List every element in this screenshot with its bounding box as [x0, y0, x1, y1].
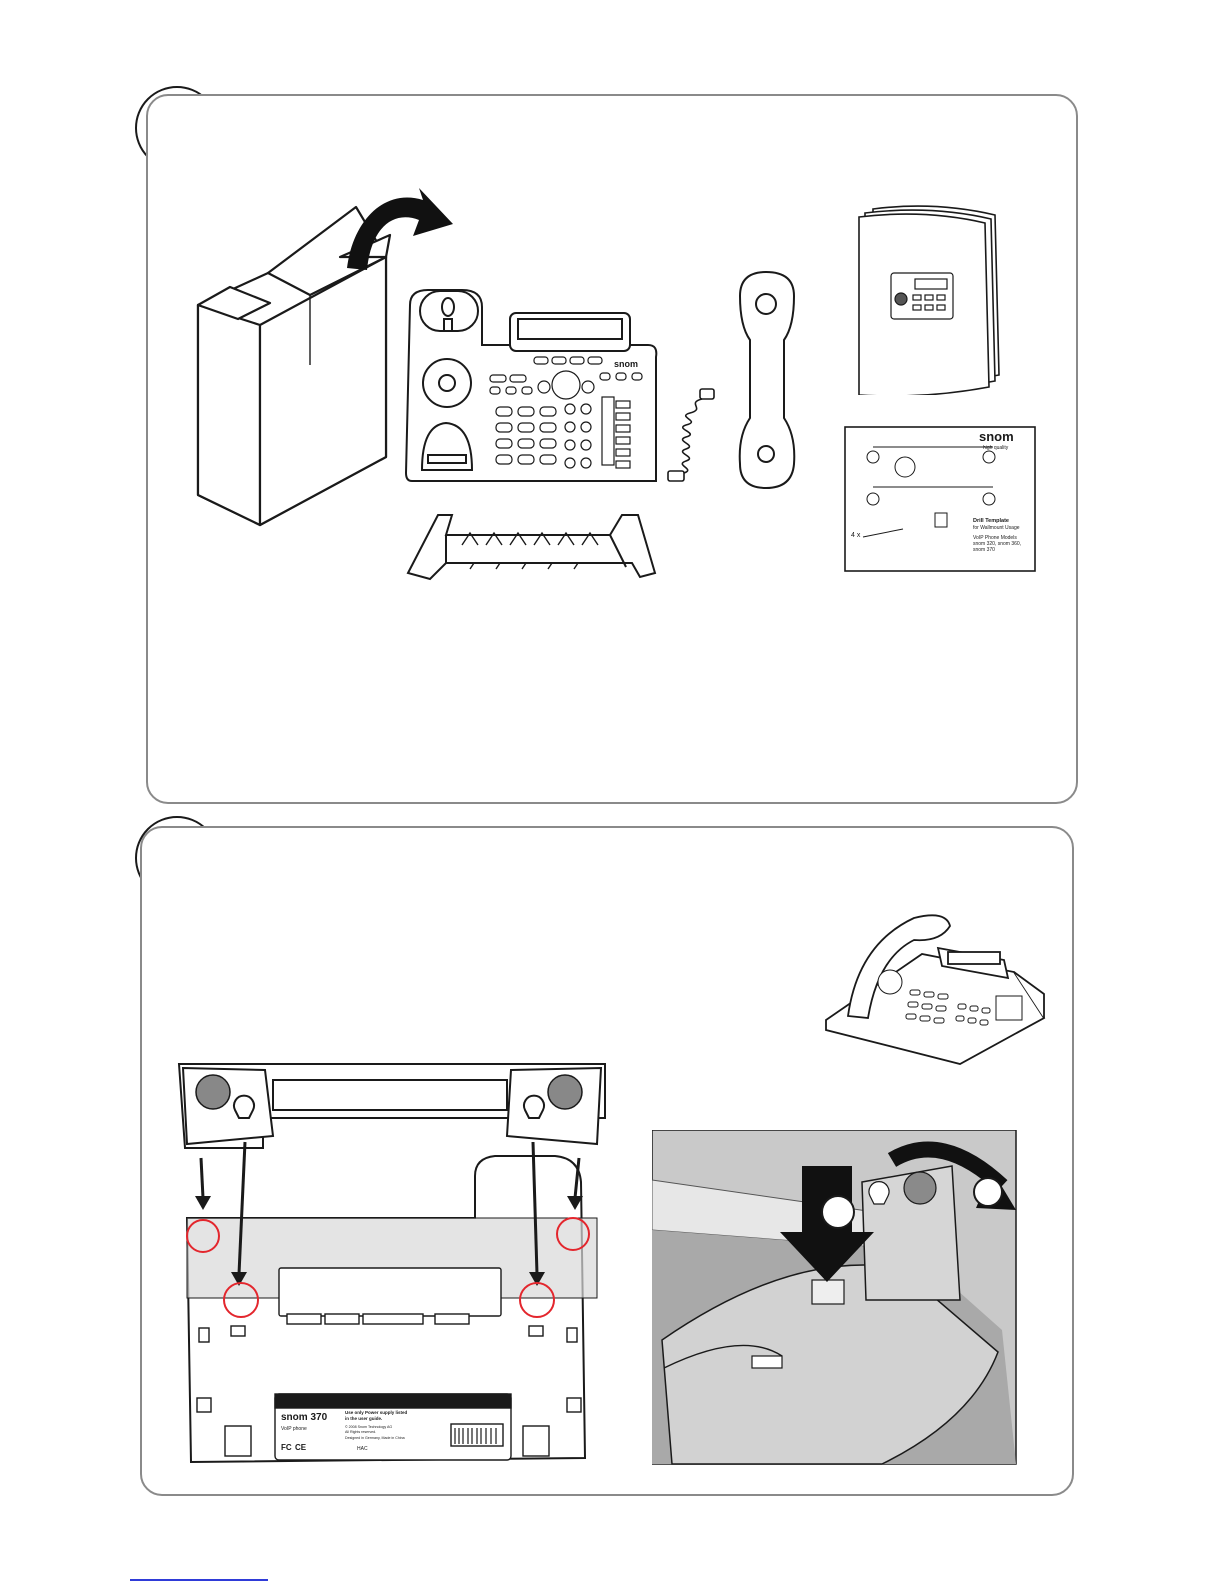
label-hac-badge: HAC [357, 1446, 368, 1452]
template-title: Drill Template [973, 518, 1009, 524]
label-ce-mark: CE [295, 1443, 307, 1452]
label-made-in: Designed in Germany, Made in China [345, 1436, 405, 1440]
label-model: snom 370 [281, 1412, 328, 1423]
cord-illustration [662, 385, 724, 490]
template-subtitle: for Wallmount Usage [973, 525, 1020, 531]
template-tagline: high quality [983, 445, 1009, 451]
assembled-phone-illustration [818, 908, 1050, 1066]
drill-template-illustration: snom high quality Drill Template for Wal… [843, 425, 1038, 575]
label-copyright-2: All Rights reserved. [345, 1430, 376, 1434]
template-screws-count: 4 x [851, 532, 861, 539]
bracket-closeup-illustration [652, 1130, 1017, 1465]
stand-illustration [400, 505, 665, 595]
label-warning-1: Use only Power supply listed [345, 1410, 408, 1415]
open-arrow-icon [335, 180, 460, 275]
label-copyright-1: © 2008 Snom Technology AG [345, 1425, 392, 1429]
phone-underside-illustration: snom 370 VoIP phone Use only Power suppl… [175, 1058, 615, 1470]
label-type: VoIP phone [281, 1426, 307, 1432]
label-fc-mark: FC [281, 1443, 292, 1452]
footer-link-underline[interactable] [130, 1579, 268, 1581]
template-logo: snom [979, 429, 1014, 444]
label-warning-2: in the user guide. [345, 1416, 382, 1421]
phone-logo: snom [614, 359, 638, 369]
template-models-line2: snom 370 [973, 547, 995, 553]
handset-illustration [732, 268, 802, 493]
manual-booklet-illustration [855, 195, 1005, 395]
phone-illustration: snom [400, 285, 660, 490]
